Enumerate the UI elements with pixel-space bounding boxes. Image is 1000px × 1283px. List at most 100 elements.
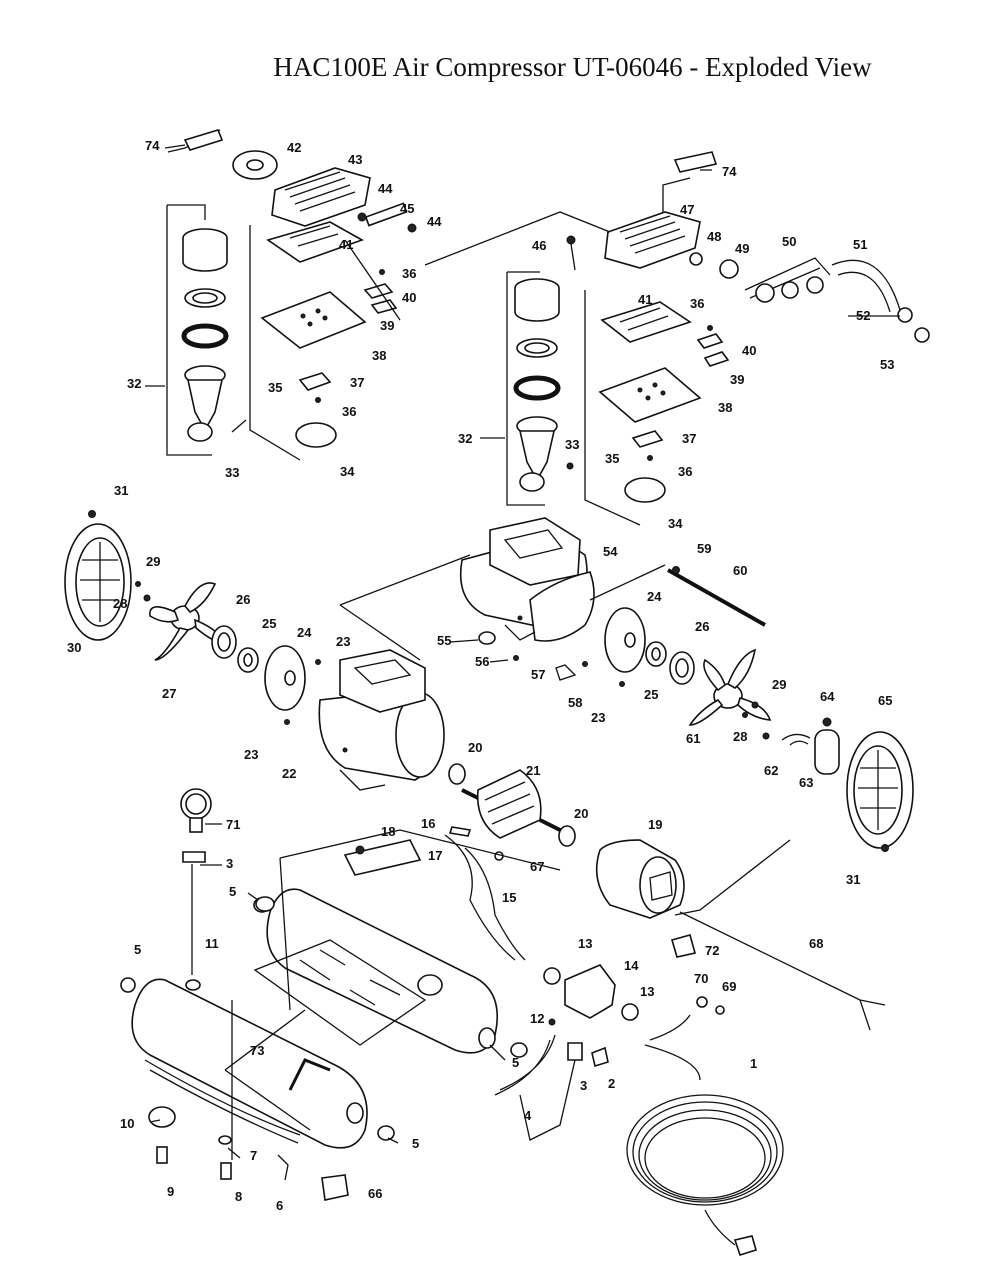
callout-11: 11 — [205, 936, 219, 951]
callout-21: 21 — [526, 763, 540, 778]
callout-57: 57 — [531, 667, 545, 682]
callout-39a: 39 — [380, 318, 394, 333]
callout-74b: 74 — [722, 164, 737, 179]
callout-64: 64 — [820, 689, 835, 704]
callout-55: 55 — [437, 633, 451, 648]
callout-31a: 31 — [114, 483, 128, 498]
left-fan-assembly — [64, 510, 321, 725]
callout-54: 54 — [603, 544, 618, 559]
callout-32b: 32 — [458, 431, 472, 446]
callout-34a: 34 — [340, 464, 355, 479]
callout-15: 15 — [502, 890, 516, 905]
callout-23a: 23 — [336, 634, 350, 649]
power-cord-and-wires — [279, 826, 886, 1256]
callout-53: 53 — [880, 357, 894, 372]
right-cylinder-stack — [506, 271, 574, 506]
callout-34b: 34 — [668, 516, 683, 531]
callout-17: 17 — [428, 848, 442, 863]
callout-26a: 26 — [236, 592, 250, 607]
callout-5c: 5 — [512, 1055, 519, 1070]
callout-35b: 35 — [605, 451, 619, 466]
callout-1: 1 — [750, 1056, 757, 1071]
callout-27: 27 — [162, 686, 176, 701]
callout-42: 42 — [287, 140, 301, 155]
callout-8: 8 — [235, 1189, 242, 1204]
callout-48: 48 — [707, 229, 721, 244]
callout-63: 63 — [799, 775, 813, 790]
callout-33a: 33 — [225, 465, 239, 480]
tank-assembly — [120, 839, 528, 1201]
callout-14: 14 — [624, 958, 639, 973]
rotor-assembly — [461, 769, 576, 847]
callout-71: 71 — [226, 817, 240, 832]
callout-65: 65 — [878, 693, 892, 708]
callout-23c: 23 — [591, 710, 605, 725]
right-fan-assembly — [339, 566, 914, 916]
callout-31b: 31 — [846, 872, 860, 887]
callout-30: 30 — [67, 640, 81, 655]
callout-28a: 28 — [113, 596, 127, 611]
callout-67: 67 — [530, 859, 544, 874]
callout-20a: 20 — [468, 740, 482, 755]
callout-23b: 23 — [244, 747, 258, 762]
callout-58: 58 — [568, 695, 582, 710]
callout-45: 45 — [400, 201, 414, 216]
left-motor-housing — [318, 649, 466, 791]
callout-28b: 28 — [733, 729, 747, 744]
callout-41a: 41 — [339, 237, 353, 252]
callout-19: 19 — [648, 817, 662, 832]
callout-25a: 25 — [262, 616, 276, 631]
callout-36a: 36 — [402, 266, 416, 281]
callout-44a: 44 — [378, 181, 393, 196]
callout-37b: 37 — [682, 431, 696, 446]
callout-13a: 13 — [578, 936, 592, 951]
callout-74a: 74 — [145, 138, 160, 153]
right-motor-housing — [339, 517, 666, 681]
callout-37a: 37 — [350, 375, 364, 390]
callout-24a: 24 — [297, 625, 312, 640]
motor-end-bell — [595, 839, 685, 919]
callout-47: 47 — [680, 202, 694, 217]
callout-leaders — [145, 144, 900, 1159]
part-callouts: 74 42 43 44 45 44 41 36 40 39 38 37 35 3… — [67, 138, 894, 1213]
callout-10: 10 — [120, 1116, 134, 1131]
callout-72: 72 — [705, 943, 719, 958]
callout-59: 59 — [697, 541, 711, 556]
right-pump-head — [424, 151, 930, 343]
callout-49: 49 — [735, 241, 749, 256]
callout-29b: 29 — [772, 677, 786, 692]
callout-13b: 13 — [640, 984, 654, 999]
gauge-and-manifold — [180, 788, 725, 1141]
left-valve-plates — [249, 221, 401, 461]
callout-40a: 40 — [402, 290, 416, 305]
callout-43: 43 — [348, 152, 362, 167]
callout-60: 60 — [733, 563, 747, 578]
callout-38a: 38 — [372, 348, 386, 363]
callout-6: 6 — [276, 1198, 283, 1213]
callout-41b: 41 — [638, 292, 652, 307]
callout-51: 51 — [853, 237, 867, 252]
callout-73: 73 — [250, 1043, 264, 1058]
callout-9: 9 — [167, 1184, 174, 1199]
callout-29a: 29 — [146, 554, 160, 569]
callout-40b: 40 — [742, 343, 756, 358]
callout-50: 50 — [782, 234, 796, 249]
callout-25b: 25 — [644, 687, 658, 702]
left-cylinder-stack — [166, 204, 247, 456]
callout-36b: 36 — [342, 404, 356, 419]
callout-24b: 24 — [647, 589, 662, 604]
callout-66: 66 — [368, 1186, 382, 1201]
callout-26b: 26 — [695, 619, 709, 634]
callout-3b: 3 — [580, 1078, 587, 1093]
callout-3a: 3 — [226, 856, 233, 871]
callout-22: 22 — [282, 766, 296, 781]
left-pump-head — [167, 129, 417, 233]
callout-36c: 36 — [690, 296, 704, 311]
callout-4: 4 — [524, 1108, 532, 1123]
callout-33b: 33 — [565, 437, 579, 452]
callout-18: 18 — [381, 824, 395, 839]
callout-61: 61 — [686, 731, 700, 746]
callout-39b: 39 — [730, 372, 744, 387]
